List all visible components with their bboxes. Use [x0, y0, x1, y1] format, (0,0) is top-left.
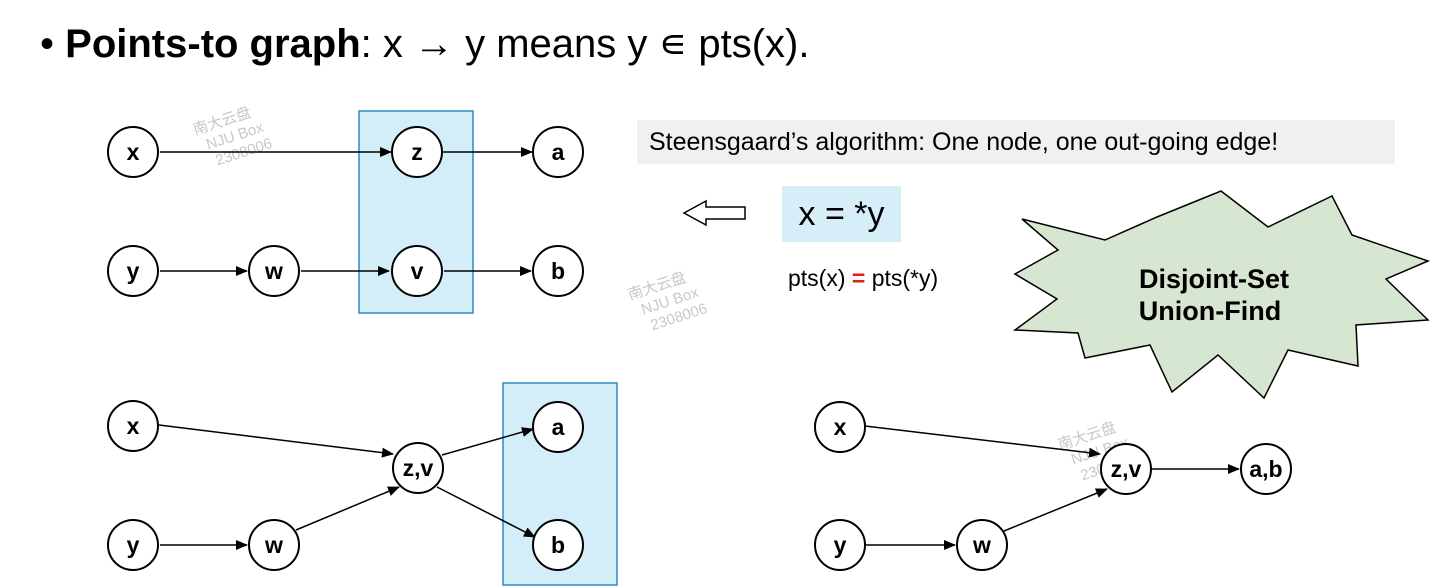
- slide-headline: • Points-to graph: x → y means y ∊ pts(x…: [40, 18, 809, 70]
- edge-zv-b: [436, 486, 536, 538]
- svg-text:y: y: [834, 532, 847, 558]
- node-z: z: [391, 126, 443, 178]
- svg-text:z,v: z,v: [403, 455, 434, 481]
- headline-definition: : x → y means y ∊ pts(x).: [360, 22, 810, 66]
- edge-w-zv: [1003, 488, 1108, 532]
- disjoint-set-burst: Disjoint-Set Union-Find: [1012, 190, 1430, 400]
- node-y: y: [107, 519, 159, 571]
- svg-text:z: z: [411, 139, 423, 165]
- svg-text:x: x: [834, 414, 847, 440]
- edge-x-zv: [864, 425, 1101, 458]
- svg-text:a: a: [552, 139, 565, 165]
- node-x: x: [107, 400, 159, 452]
- load-statement: x = *y: [782, 186, 901, 242]
- pts-right: pts(*y): [871, 265, 939, 291]
- node-y: y: [814, 519, 866, 571]
- watermarks: 南大云盘 NJU Box 2308006 南大云盘 NJU Box 230800…: [191, 103, 1140, 484]
- bullet: •: [40, 22, 55, 66]
- node-w: w: [248, 519, 300, 571]
- svg-text:y: y: [127, 532, 140, 558]
- node-x: x: [814, 401, 866, 453]
- node-a: a: [532, 126, 584, 178]
- graph-final: x z,v a,b y w: [814, 401, 1292, 571]
- node-b: b: [532, 245, 584, 297]
- svg-text:w: w: [264, 532, 283, 558]
- node-b: b: [532, 519, 584, 571]
- node-v: v: [391, 245, 443, 297]
- graph-step1: x z,v a y w b: [107, 400, 584, 571]
- node-w: w: [956, 519, 1008, 571]
- graph-before: x z a y w v b: [107, 126, 584, 297]
- equals-sign: =: [851, 265, 866, 291]
- steensgaard-caption: Steensgaard’s algorithm: One node, one o…: [637, 120, 1395, 164]
- hollow-left-arrow-icon: [682, 199, 746, 227]
- svg-text:z,v: z,v: [1111, 456, 1142, 482]
- node-zv: z,v: [1100, 443, 1152, 495]
- pts-equation: pts(x) = pts(*y): [788, 262, 938, 294]
- watermark: 南大云盘 NJU Box 2308006: [626, 268, 710, 334]
- pts-left: pts(x): [788, 265, 846, 291]
- node-zv: z,v: [392, 442, 444, 494]
- svg-text:w: w: [264, 258, 283, 284]
- svg-text:w: w: [972, 532, 991, 558]
- edge-zv-a: [441, 427, 534, 456]
- node-w: w: [248, 245, 300, 297]
- svg-text:b: b: [551, 258, 565, 284]
- burst-line-2: Union-Find: [1139, 296, 1281, 326]
- node-a: a: [532, 401, 584, 453]
- node-y: y: [107, 245, 159, 297]
- node-ab: a,b: [1240, 443, 1292, 495]
- svg-text:b: b: [551, 532, 565, 558]
- burst-shape: [1012, 190, 1430, 400]
- node-x: x: [107, 126, 159, 178]
- svg-text:a: a: [552, 414, 565, 440]
- svg-text:y: y: [127, 258, 140, 284]
- watermark: 南大云盘 NJU Box 2308006: [191, 103, 275, 169]
- edge-x-zv: [158, 424, 394, 458]
- edge-w-zv: [295, 486, 400, 531]
- svg-text:x: x: [127, 413, 140, 439]
- svg-text:v: v: [411, 258, 424, 284]
- burst-line-1: Disjoint-Set: [1139, 264, 1289, 294]
- svg-text:x: x: [127, 139, 140, 165]
- svg-text:a,b: a,b: [1249, 456, 1282, 482]
- headline-term: Points-to graph: [65, 22, 361, 66]
